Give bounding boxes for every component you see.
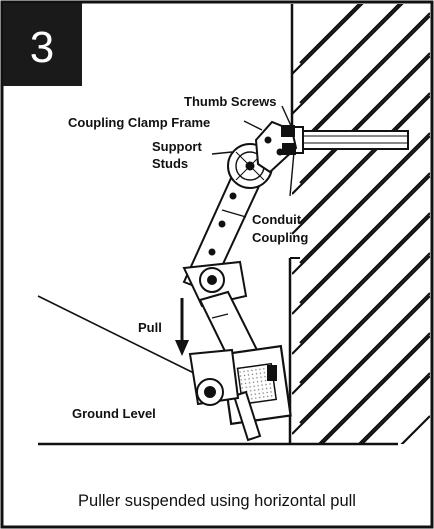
leader-lines bbox=[211, 105, 295, 197]
label-conduit-coupling-line2: Coupling bbox=[252, 230, 308, 245]
label-support-studs-line1: Support bbox=[152, 139, 202, 154]
puller-frame bbox=[182, 260, 292, 442]
pull-rope bbox=[37, 295, 209, 381]
label-conduit-coupling-line1: Conduit bbox=[252, 212, 302, 227]
label-ground-level: Ground Level bbox=[72, 406, 156, 421]
caption: Puller suspended using horizontal pull bbox=[78, 492, 356, 510]
step-badge: 3 bbox=[3, 3, 82, 86]
label-thumb-screws: Thumb Screws bbox=[184, 94, 276, 109]
coupling-clamp-frame bbox=[254, 120, 298, 174]
label-coupling-clamp-frame: Coupling Clamp Frame bbox=[68, 115, 210, 130]
wall bbox=[288, 4, 430, 444]
label-support-studs-line2: Studs bbox=[152, 156, 188, 171]
pull-arrow-icon bbox=[175, 298, 189, 356]
conduit bbox=[286, 126, 409, 154]
label-pull: Pull bbox=[138, 320, 162, 335]
step-number: 3 bbox=[30, 23, 54, 72]
